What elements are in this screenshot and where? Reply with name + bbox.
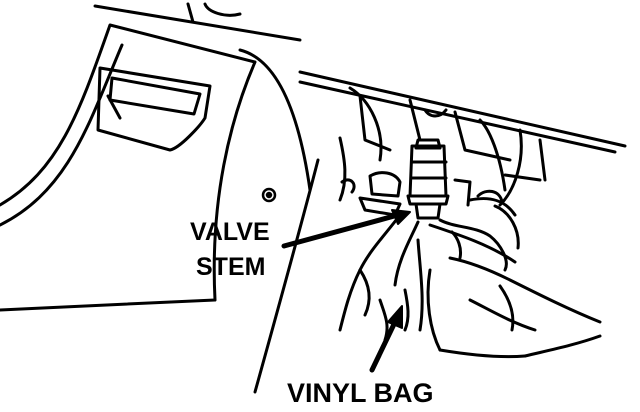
door-grip-pocket (96, 66, 212, 152)
dash-components (340, 86, 547, 217)
screw (261, 187, 277, 203)
valve-stem (406, 138, 450, 220)
vinyl-bag-label: VINYL BAG (287, 378, 434, 408)
valve-stem-label-line2: STEM (196, 253, 266, 281)
valve-stem-label-line1: VALVE (190, 218, 270, 246)
vinyl-bag (338, 197, 602, 359)
valve-stem-arrow (281, 209, 411, 249)
door-edge (238, 48, 627, 394)
door-trim-panel (0, 2, 302, 312)
vinyl-bag-arrow (369, 305, 403, 373)
